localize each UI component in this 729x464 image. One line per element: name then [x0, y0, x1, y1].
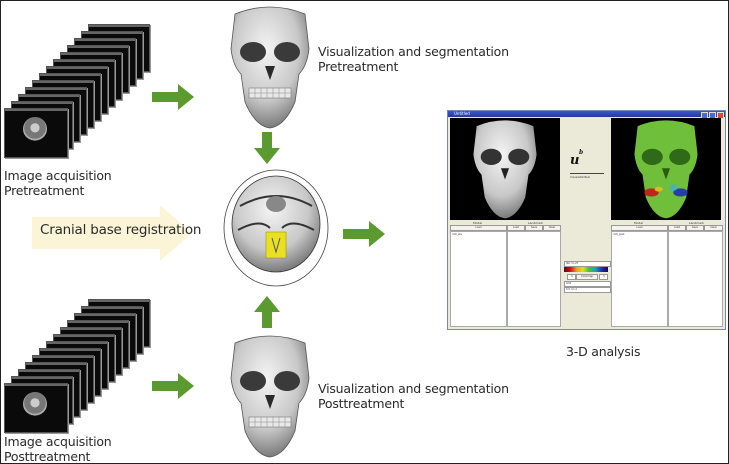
logo-letter: u [570, 153, 580, 168]
ct-slice-front [4, 383, 68, 433]
window-titlebar: Untitled [448, 111, 725, 119]
left-model-list[interactable]: mdl_pre [450, 231, 507, 327]
right-landmark-header: Landmark [689, 221, 705, 225]
acq-pre-line2: Pretreatment [4, 183, 85, 198]
ct-slice-front [4, 108, 68, 158]
cranial-base-3d [223, 169, 329, 287]
acq-post-line2: Posttreatment [4, 449, 91, 464]
logo-rule [570, 173, 604, 174]
max-value-field[interactable]: 5 [599, 274, 608, 280]
right-landmark-load-button[interactable]: Load [668, 225, 686, 231]
analysis-label: 3-D analysis [566, 344, 641, 359]
registration-arrow [32, 205, 192, 261]
acq-pre-label: Image acquisition Pretreatment [4, 168, 112, 198]
ct-head-crosssection [23, 392, 47, 416]
list-item[interactable]: mdl_post [613, 233, 625, 236]
colormap-button[interactable]: Colormap [576, 274, 598, 280]
left-landmark-load-button[interactable]: Load [507, 225, 525, 231]
vis-post-line1: Visualization and segmentation [318, 381, 509, 396]
arrow-right-pre [152, 84, 194, 110]
ct-head-crosssection [23, 117, 47, 141]
skull-pre-render [473, 120, 537, 219]
left-landmark-list[interactable] [507, 231, 561, 327]
highlight-region [265, 231, 287, 259]
ct-slice-stack-post [4, 293, 154, 433]
viewport-post[interactable] [611, 118, 721, 220]
right-model-header: Model [634, 221, 644, 225]
ct-slice-stack-pre [4, 18, 154, 158]
acq-post-label: Image acquisition Posttreatment [4, 434, 112, 464]
viewport-pre[interactable] [450, 118, 560, 220]
right-landmark-clear-button[interactable]: Clear [704, 225, 723, 231]
grid-select[interactable]: Grid [564, 281, 611, 287]
vis-pre-label: Visualization and segmentation Pretreatm… [318, 44, 509, 74]
right-landmark-save-button[interactable]: Save [686, 225, 704, 231]
list-item[interactable]: mdl_pre [452, 233, 463, 236]
analysis-software-window: Untitled u b Universitat Bern [447, 110, 726, 330]
vis-pre-line1: Visualization and segmentation [318, 44, 509, 59]
lut-select[interactable]: ISO 3 LUT [564, 261, 611, 267]
acq-post-line1: Image acquisition [4, 434, 112, 449]
min-value-field[interactable]: 0 [567, 274, 576, 280]
logo-superscript: b [579, 149, 584, 156]
skull-pre-3d [230, 6, 310, 129]
acq-pre-line1: Image acquisition [4, 168, 112, 183]
skull-post-3d [230, 335, 310, 458]
colormap-bar [564, 267, 608, 272]
right-model-load-button[interactable]: Load [611, 225, 668, 231]
arrow-right-analysis [343, 221, 385, 247]
right-model-list[interactable]: mdl_post [611, 231, 668, 327]
right-landmark-list[interactable] [668, 231, 723, 327]
vis-pre-line2: Pretreatment [318, 59, 399, 74]
scale-select[interactable]: 0.5 cm 2 [564, 287, 611, 293]
left-model-header: Model [473, 221, 483, 225]
arrow-down [254, 132, 280, 164]
vis-post-label: Visualization and segmentation Posttreat… [318, 381, 509, 411]
arrow-up [254, 296, 280, 328]
logo-caption: Universitat Bern [570, 176, 591, 179]
left-model-load-button[interactable]: Load [450, 225, 507, 231]
arrow-right-post [152, 373, 194, 399]
left-landmark-header: Landmark [528, 221, 544, 225]
left-landmark-clear-button[interactable]: Clear [543, 225, 561, 231]
vis-post-line2: Posttreatment [318, 396, 405, 411]
registration-label: Cranial base registration [40, 222, 202, 238]
skull-colormap-render [634, 120, 698, 219]
window-title: Untitled [454, 111, 470, 116]
left-landmark-save-button[interactable]: Save [525, 225, 543, 231]
